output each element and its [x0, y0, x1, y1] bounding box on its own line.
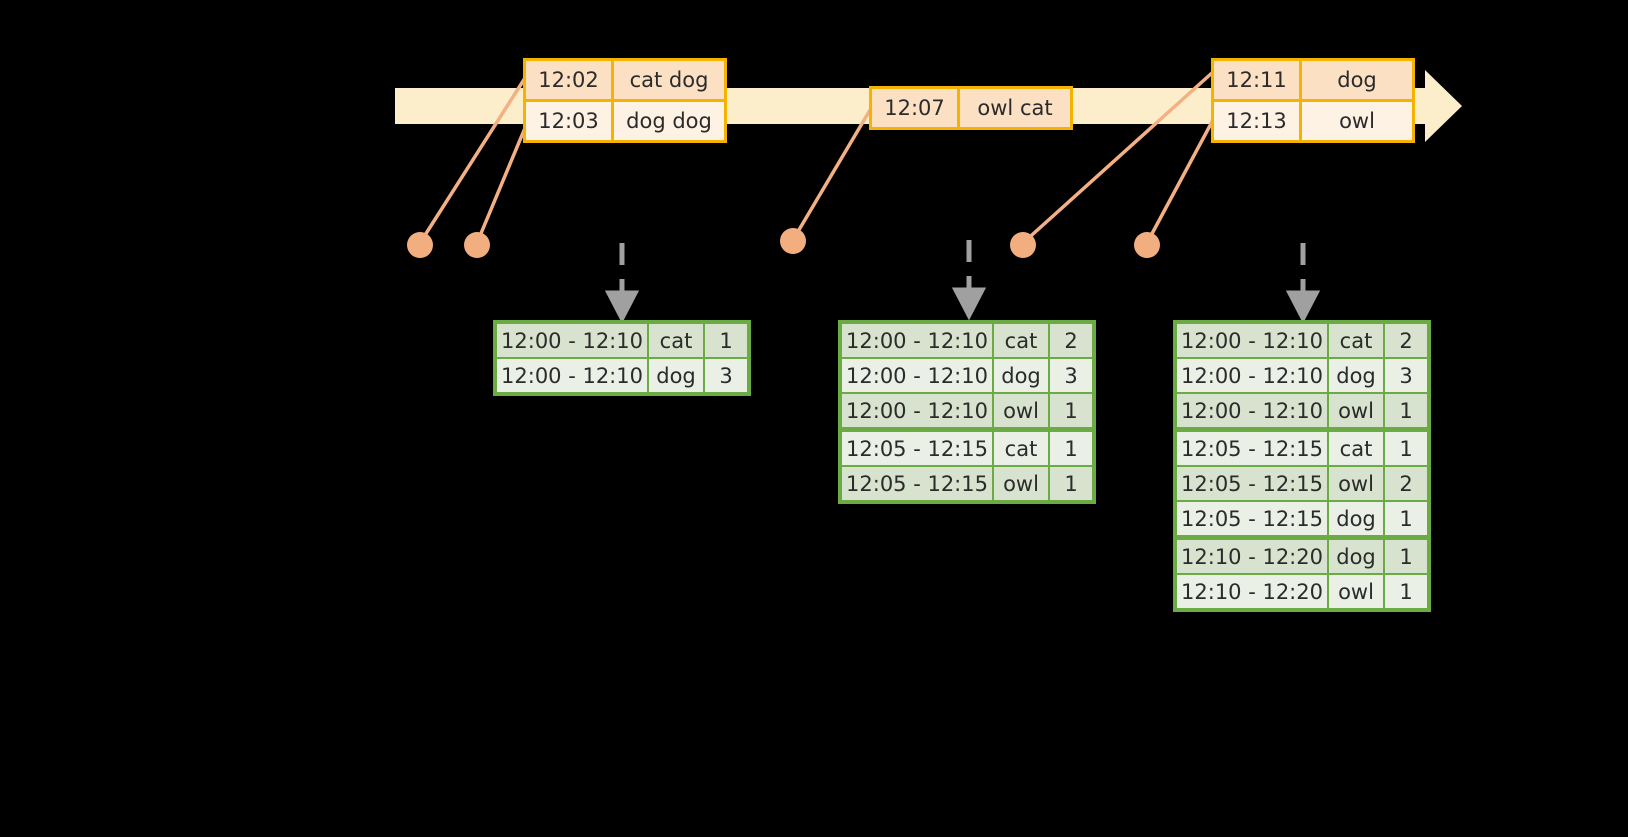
- window-cell: 12:05 - 12:15: [1177, 432, 1327, 465]
- table-row[interactable]: 12:05 - 12:15 cat 1: [1177, 432, 1427, 465]
- window-cell: 12:00 - 12:10: [842, 324, 992, 357]
- count-cell: 1: [1385, 502, 1427, 535]
- count-cell: 1: [1385, 394, 1427, 427]
- word-cell: owl: [1329, 394, 1383, 427]
- event-dot: [1010, 232, 1036, 258]
- table-row[interactable]: 12:05 - 12:15 owl 2: [1177, 467, 1427, 500]
- count-cell: 2: [1385, 324, 1427, 357]
- table-row[interactable]: 12:10 - 12:20 dog 1: [1177, 540, 1427, 573]
- event-words: owl: [1302, 102, 1412, 140]
- result-table-1[interactable]: 12:00 - 12:10 cat 1 12:00 - 12:10 dog 3: [493, 320, 751, 396]
- word-cell: cat: [1329, 432, 1383, 465]
- word-cell: owl: [1329, 467, 1383, 500]
- timeline-event-row[interactable]: 12:02 cat dog: [526, 61, 724, 99]
- word-cell: dog: [1329, 540, 1383, 573]
- result-table-3[interactable]: 12:00 - 12:10 cat 2 12:00 - 12:10 dog 3 …: [1173, 320, 1431, 612]
- count-cell: 1: [1385, 540, 1427, 573]
- event-time: 12:07: [872, 89, 960, 127]
- timeline-event-group-2[interactable]: 12:07 owl cat: [869, 86, 1073, 130]
- timeline-event-group-1[interactable]: 12:02 cat dog 12:03 dog dog: [523, 58, 727, 143]
- table-row[interactable]: 12:00 - 12:10 owl 1: [1177, 394, 1427, 427]
- count-cell: 1: [705, 324, 747, 357]
- window-cell: 12:10 - 12:20: [1177, 575, 1327, 608]
- event-words: owl cat: [960, 89, 1070, 127]
- word-cell: cat: [1329, 324, 1383, 357]
- event-time: 12:13: [1214, 102, 1302, 140]
- count-cell: 3: [1050, 359, 1092, 392]
- window-cell: 12:05 - 12:15: [842, 432, 992, 465]
- window-cell: 12:00 - 12:10: [1177, 324, 1327, 357]
- count-cell: 2: [1385, 467, 1427, 500]
- window-cell: 12:00 - 12:10: [497, 359, 647, 392]
- table-row[interactable]: 12:00 - 12:10 dog 3: [1177, 359, 1427, 392]
- table-row[interactable]: 12:05 - 12:15 dog 1: [1177, 502, 1427, 535]
- table-row[interactable]: 12:00 - 12:10 cat 2: [842, 324, 1092, 357]
- window-cell: 12:00 - 12:10: [842, 359, 992, 392]
- event-dot: [407, 232, 433, 258]
- event-dots: [407, 228, 1160, 258]
- event-words: dog dog: [614, 102, 724, 140]
- timeline-event-row[interactable]: 12:13 owl: [1214, 99, 1412, 140]
- word-cell: dog: [1329, 359, 1383, 392]
- word-cell: owl: [994, 467, 1048, 500]
- count-cell: 3: [705, 359, 747, 392]
- window-cell: 12:00 - 12:10: [497, 324, 647, 357]
- timeline-event-row[interactable]: 12:07 owl cat: [872, 89, 1070, 127]
- window-cell: 12:05 - 12:15: [1177, 467, 1327, 500]
- window-cell: 12:05 - 12:15: [1177, 502, 1327, 535]
- window-cell: 12:05 - 12:15: [842, 467, 992, 500]
- event-words: cat dog: [614, 61, 724, 99]
- table-row[interactable]: 12:00 - 12:10 cat 2: [1177, 324, 1427, 357]
- window-cell: 12:10 - 12:20: [1177, 540, 1327, 573]
- word-cell: cat: [994, 432, 1048, 465]
- count-cell: 1: [1050, 394, 1092, 427]
- word-cell: cat: [994, 324, 1048, 357]
- word-cell: owl: [1329, 575, 1383, 608]
- event-time: 12:11: [1214, 61, 1302, 99]
- table-row[interactable]: 12:00 - 12:10 owl 1: [842, 394, 1092, 427]
- table-row[interactable]: 12:05 - 12:15 cat 1: [842, 432, 1092, 465]
- event-dot: [780, 228, 806, 254]
- event-dot: [1134, 232, 1160, 258]
- word-cell: dog: [649, 359, 703, 392]
- event-dot: [464, 232, 490, 258]
- event-time: 12:03: [526, 102, 614, 140]
- result-table-2[interactable]: 12:00 - 12:10 cat 2 12:00 - 12:10 dog 3 …: [838, 320, 1096, 504]
- timeline-event-row[interactable]: 12:03 dog dog: [526, 99, 724, 140]
- word-cell: cat: [649, 324, 703, 357]
- count-cell: 1: [1050, 432, 1092, 465]
- table-row[interactable]: 12:00 - 12:10 cat 1: [497, 324, 747, 357]
- event-words: dog: [1302, 61, 1412, 99]
- window-cell: 12:00 - 12:10: [1177, 359, 1327, 392]
- word-cell: dog: [1329, 502, 1383, 535]
- table-row[interactable]: 12:00 - 12:10 dog 3: [497, 359, 747, 392]
- trigger-arrows: [604, 240, 1321, 324]
- count-cell: 2: [1050, 324, 1092, 357]
- count-cell: 1: [1050, 467, 1092, 500]
- window-cell: 12:00 - 12:10: [842, 394, 992, 427]
- timeline-event-row[interactable]: 12:11 dog: [1214, 61, 1412, 99]
- word-cell: dog: [994, 359, 1048, 392]
- event-time: 12:02: [526, 61, 614, 99]
- window-cell: 12:00 - 12:10: [1177, 394, 1327, 427]
- count-cell: 1: [1385, 432, 1427, 465]
- timeline-event-group-3[interactable]: 12:11 dog 12:13 owl: [1211, 58, 1415, 143]
- word-cell: owl: [994, 394, 1048, 427]
- table-row[interactable]: 12:10 - 12:20 owl 1: [1177, 575, 1427, 608]
- count-cell: 3: [1385, 359, 1427, 392]
- table-row[interactable]: 12:05 - 12:15 owl 1: [842, 467, 1092, 500]
- count-cell: 1: [1385, 575, 1427, 608]
- table-row[interactable]: 12:00 - 12:10 dog 3: [842, 359, 1092, 392]
